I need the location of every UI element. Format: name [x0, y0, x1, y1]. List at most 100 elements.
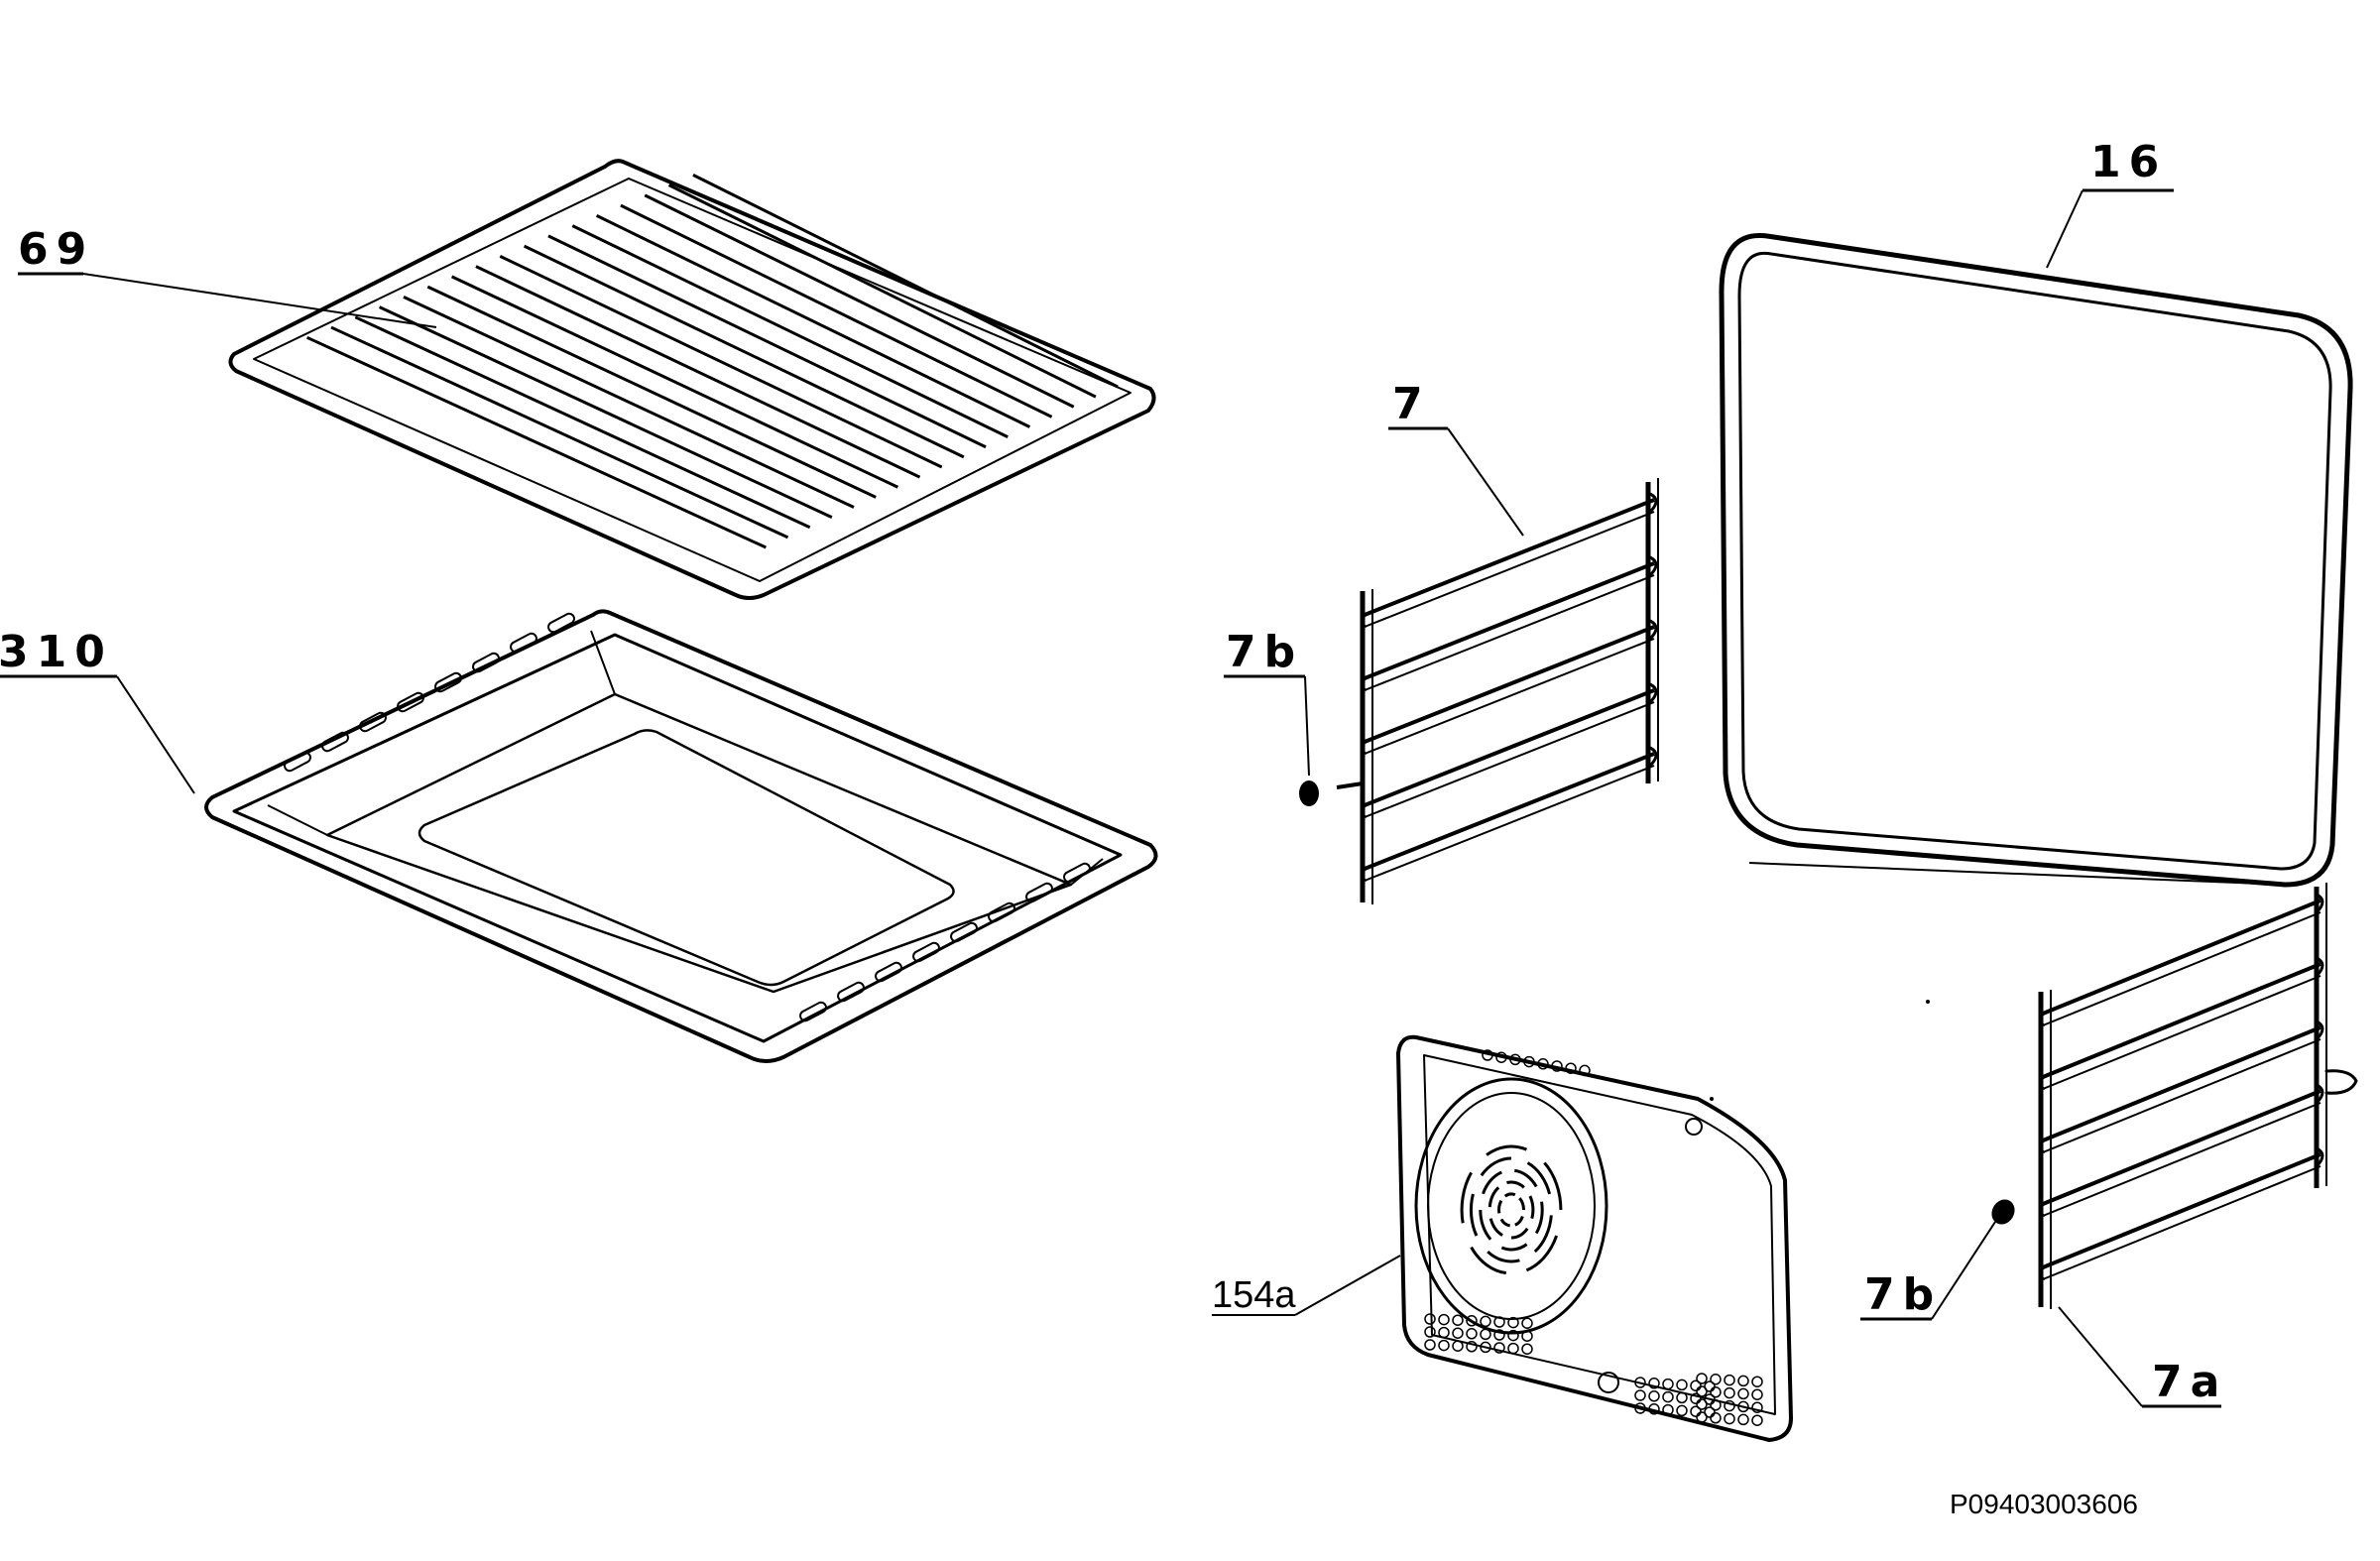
callout-7b-left-leader: [1304, 675, 1310, 777]
baking-tray: [204, 609, 1158, 1063]
shelf-support-left: [1299, 478, 1659, 904]
vent-hole: [1724, 1374, 1735, 1386]
callout-310-leader: [116, 675, 195, 794]
fan-grille-slot: [1543, 1161, 1563, 1211]
tray-slot: [359, 711, 387, 733]
fan-grille-slot: [1469, 1193, 1479, 1237]
shelf-wire: [426, 285, 877, 499]
vent-hole: [1466, 1315, 1478, 1327]
vent-hole: [1424, 1339, 1436, 1351]
screw-right-icon: [1991, 1199, 2015, 1225]
tray-slot: [912, 941, 940, 963]
vent-hole: [1696, 1385, 1708, 1397]
shelf-wire: [547, 234, 987, 449]
support-rail: [1364, 638, 1655, 755]
callout-7-leader: [1447, 427, 1524, 537]
vent-hole: [1751, 1401, 1763, 1413]
callout-7-label: 7: [1392, 379, 1431, 429]
vent-hole: [1509, 1053, 1521, 1066]
support-rail: [2042, 1025, 2321, 1142]
vent-hole: [1737, 1387, 1749, 1400]
fan-grille-slot: [1528, 1195, 1535, 1220]
support-rail: [2042, 1165, 2321, 1280]
vent-hole: [1438, 1339, 1450, 1352]
shelf-wire: [644, 193, 1075, 409]
vent-hole: [1480, 1341, 1491, 1354]
callout-310: 310: [0, 627, 195, 794]
fan-grille-slot: [1525, 1235, 1559, 1272]
tray-slot: [434, 671, 462, 693]
vent-hole: [1737, 1413, 1749, 1426]
vent-hole: [1634, 1402, 1646, 1414]
shelf-wire: [403, 295, 855, 509]
vent-hole: [1480, 1315, 1491, 1328]
fan-grille-slot: [1479, 1209, 1492, 1241]
vent-hole: [1495, 1051, 1507, 1063]
vent-hole: [1751, 1376, 1763, 1387]
tray-slot: [284, 751, 311, 773]
vent-hole: [1704, 1406, 1716, 1418]
tray-slot: [1025, 882, 1053, 903]
callout-310-label: 310: [0, 627, 113, 677]
support-rail: [2042, 975, 2321, 1090]
tray-slot: [1063, 862, 1091, 884]
shelf-wire: [450, 275, 899, 489]
vent-hole: [1648, 1403, 1660, 1415]
fan-grille-slot: [1480, 1156, 1512, 1177]
shelf-wire: [306, 335, 767, 549]
callout-7b-right: 7b: [1860, 1221, 1996, 1321]
vent-hole: [1493, 1342, 1505, 1354]
support-rail: [1364, 688, 1655, 807]
vent-hole: [1724, 1412, 1735, 1425]
vent-hole: [1480, 1328, 1491, 1341]
shelf-wire: [330, 325, 789, 540]
callout-7a-leader: [2058, 1306, 2143, 1407]
shelf-wire: [499, 254, 943, 469]
vent-hole: [1696, 1398, 1708, 1410]
vent-hole: [1523, 1055, 1535, 1068]
vent-hole: [1696, 1373, 1708, 1384]
screw-left-icon: [1299, 780, 1319, 806]
shelf-wire: [571, 224, 1009, 438]
vent-hole: [1466, 1328, 1478, 1340]
vent-hole: [1676, 1404, 1688, 1417]
fan-cover: [1396, 1034, 1793, 1442]
grid-shelf: [228, 159, 1156, 600]
support-rail: [1364, 498, 1655, 617]
vent-hole: [1724, 1399, 1735, 1412]
fan-grille-slot: [1500, 1243, 1528, 1252]
support-rail: [2042, 962, 2321, 1079]
shelf-wire: [692, 174, 1119, 389]
callout-7: 7: [1388, 379, 1524, 537]
support-rail: [2042, 1152, 2321, 1269]
tray-slot: [547, 612, 575, 634]
vent-hole: [1710, 1399, 1722, 1411]
shelf-wire: [523, 244, 965, 459]
vent-hole: [1648, 1390, 1660, 1402]
vent-hole: [1662, 1390, 1674, 1403]
vent-hole: [1521, 1343, 1533, 1355]
tray-slot: [875, 961, 902, 983]
tray-slot: [472, 652, 500, 673]
vent-hole: [1521, 1330, 1533, 1342]
vent-hole: [1676, 1379, 1688, 1391]
vent-hole: [1662, 1378, 1674, 1390]
callout-7b-right-leader: [1931, 1221, 1996, 1320]
vent-hole: [1452, 1340, 1464, 1352]
shelf-wire: [354, 315, 811, 530]
shelf-wire: [378, 305, 833, 519]
fan-grille-slot: [1514, 1215, 1524, 1227]
fan-grille-slot: [1482, 1170, 1503, 1195]
vent-hole: [1438, 1326, 1450, 1339]
callout-154a-label: 154a: [1212, 1274, 1296, 1316]
support-rail: [1364, 511, 1655, 628]
callout-154a: 154a: [1212, 1255, 1401, 1316]
vent-hole: [1751, 1388, 1763, 1400]
callout-7a-label: 7a: [2152, 1357, 2227, 1407]
vent-hole: [1634, 1389, 1646, 1401]
fan-grille-slot: [1506, 1180, 1525, 1189]
support-rail: [1364, 561, 1655, 680]
vent-hole: [1696, 1411, 1708, 1423]
support-rail: [2042, 911, 2321, 1026]
vent-hole: [1737, 1375, 1749, 1387]
